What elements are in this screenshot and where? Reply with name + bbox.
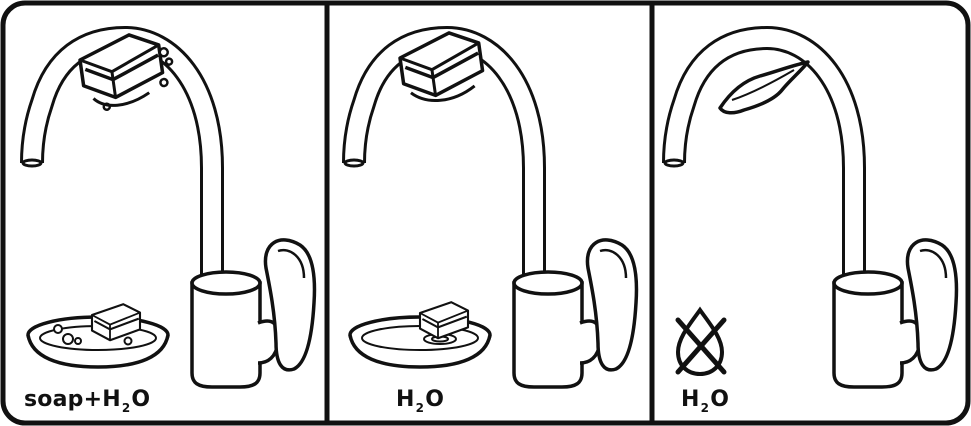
caption-no-water: H2O [681,389,729,411]
caption-soap-water: soap+H2O [24,389,150,411]
caption-water: H2O [396,389,444,411]
